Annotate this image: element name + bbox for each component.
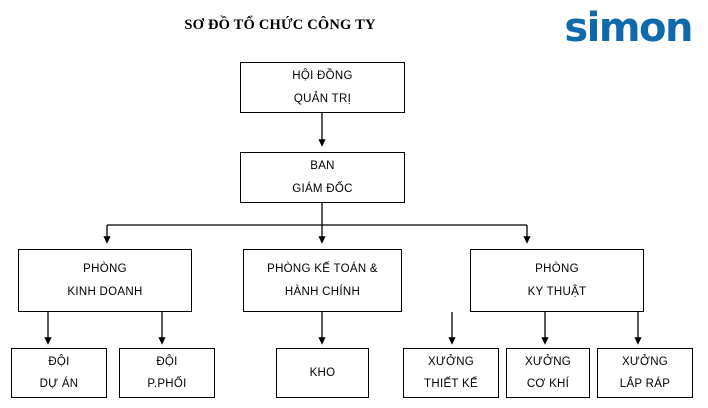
- node-mechanical-shop-line2: CƠ KHÍ: [526, 378, 570, 390]
- node-project-team-line2: DỰ ÁN: [39, 378, 79, 390]
- node-board-line2: QUẢN TRỊ: [293, 92, 352, 105]
- node-distribution-team-line2: P.PHỐI: [147, 378, 187, 390]
- node-sales-line2: KINH DOANH: [67, 285, 143, 298]
- node-technical-department[interactable]: PHÒNG KY THUẬT: [470, 249, 644, 312]
- node-board-of-directors[interactable]: HỘI ĐỒNG QUẢN TRỊ: [240, 62, 405, 113]
- node-mechanical-workshop[interactable]: XƯỞNG CƠ KHÍ: [506, 348, 590, 398]
- node-distribution-team[interactable]: ĐỘI P.PHỐI: [119, 348, 215, 398]
- node-warehouse[interactable]: KHO: [276, 348, 369, 398]
- node-accounting-admin-department[interactable]: PHÒNG KẾ TOÁN & HÀNH CHÍNH: [243, 249, 402, 312]
- node-accounting-line1: PHÒNG KẾ TOÁN &: [267, 263, 378, 276]
- node-assembly-workshop[interactable]: XƯỞNG LẮP RÁP: [597, 348, 693, 398]
- node-directors-line2: GIÁM ĐỐC: [292, 182, 353, 195]
- node-board-line1: HỘI ĐỒNG: [292, 70, 353, 83]
- node-assembly-shop-line1: XƯỞNG: [621, 355, 669, 368]
- node-directors-line1: BAN: [310, 160, 335, 173]
- node-accounting-line2: HÀNH CHÍNH: [284, 285, 361, 298]
- node-warehouse-line1: KHO: [309, 366, 336, 379]
- node-design-workshop[interactable]: XƯỞNG THIẾT KẾ: [403, 348, 499, 398]
- node-design-shop-line2: THIẾT KẾ: [424, 378, 478, 390]
- node-technical-line1: PHÒNG: [535, 263, 579, 276]
- simon-logo: simon: [564, 5, 693, 51]
- node-technical-line2: KY THUẬT: [527, 285, 587, 298]
- node-design-shop-line1: XƯỞNG: [427, 355, 475, 368]
- node-sales-department[interactable]: PHÒNG KINH DOANH: [18, 249, 192, 312]
- page-title: SƠ ĐỒ TỔ CHỨC CÔNG TY: [184, 17, 376, 33]
- node-distribution-team-line1: ĐỘI: [156, 355, 178, 368]
- node-sales-line1: PHÒNG: [83, 263, 127, 276]
- node-project-team[interactable]: ĐỘI DỰ ÁN: [11, 348, 107, 398]
- node-mechanical-shop-line1: XƯỞNG: [524, 355, 572, 368]
- node-project-team-line1: ĐỘI: [48, 355, 70, 368]
- node-management-board[interactable]: BAN GIÁM ĐỐC: [240, 152, 405, 203]
- node-assembly-shop-line2: LẮP RÁP: [619, 378, 671, 390]
